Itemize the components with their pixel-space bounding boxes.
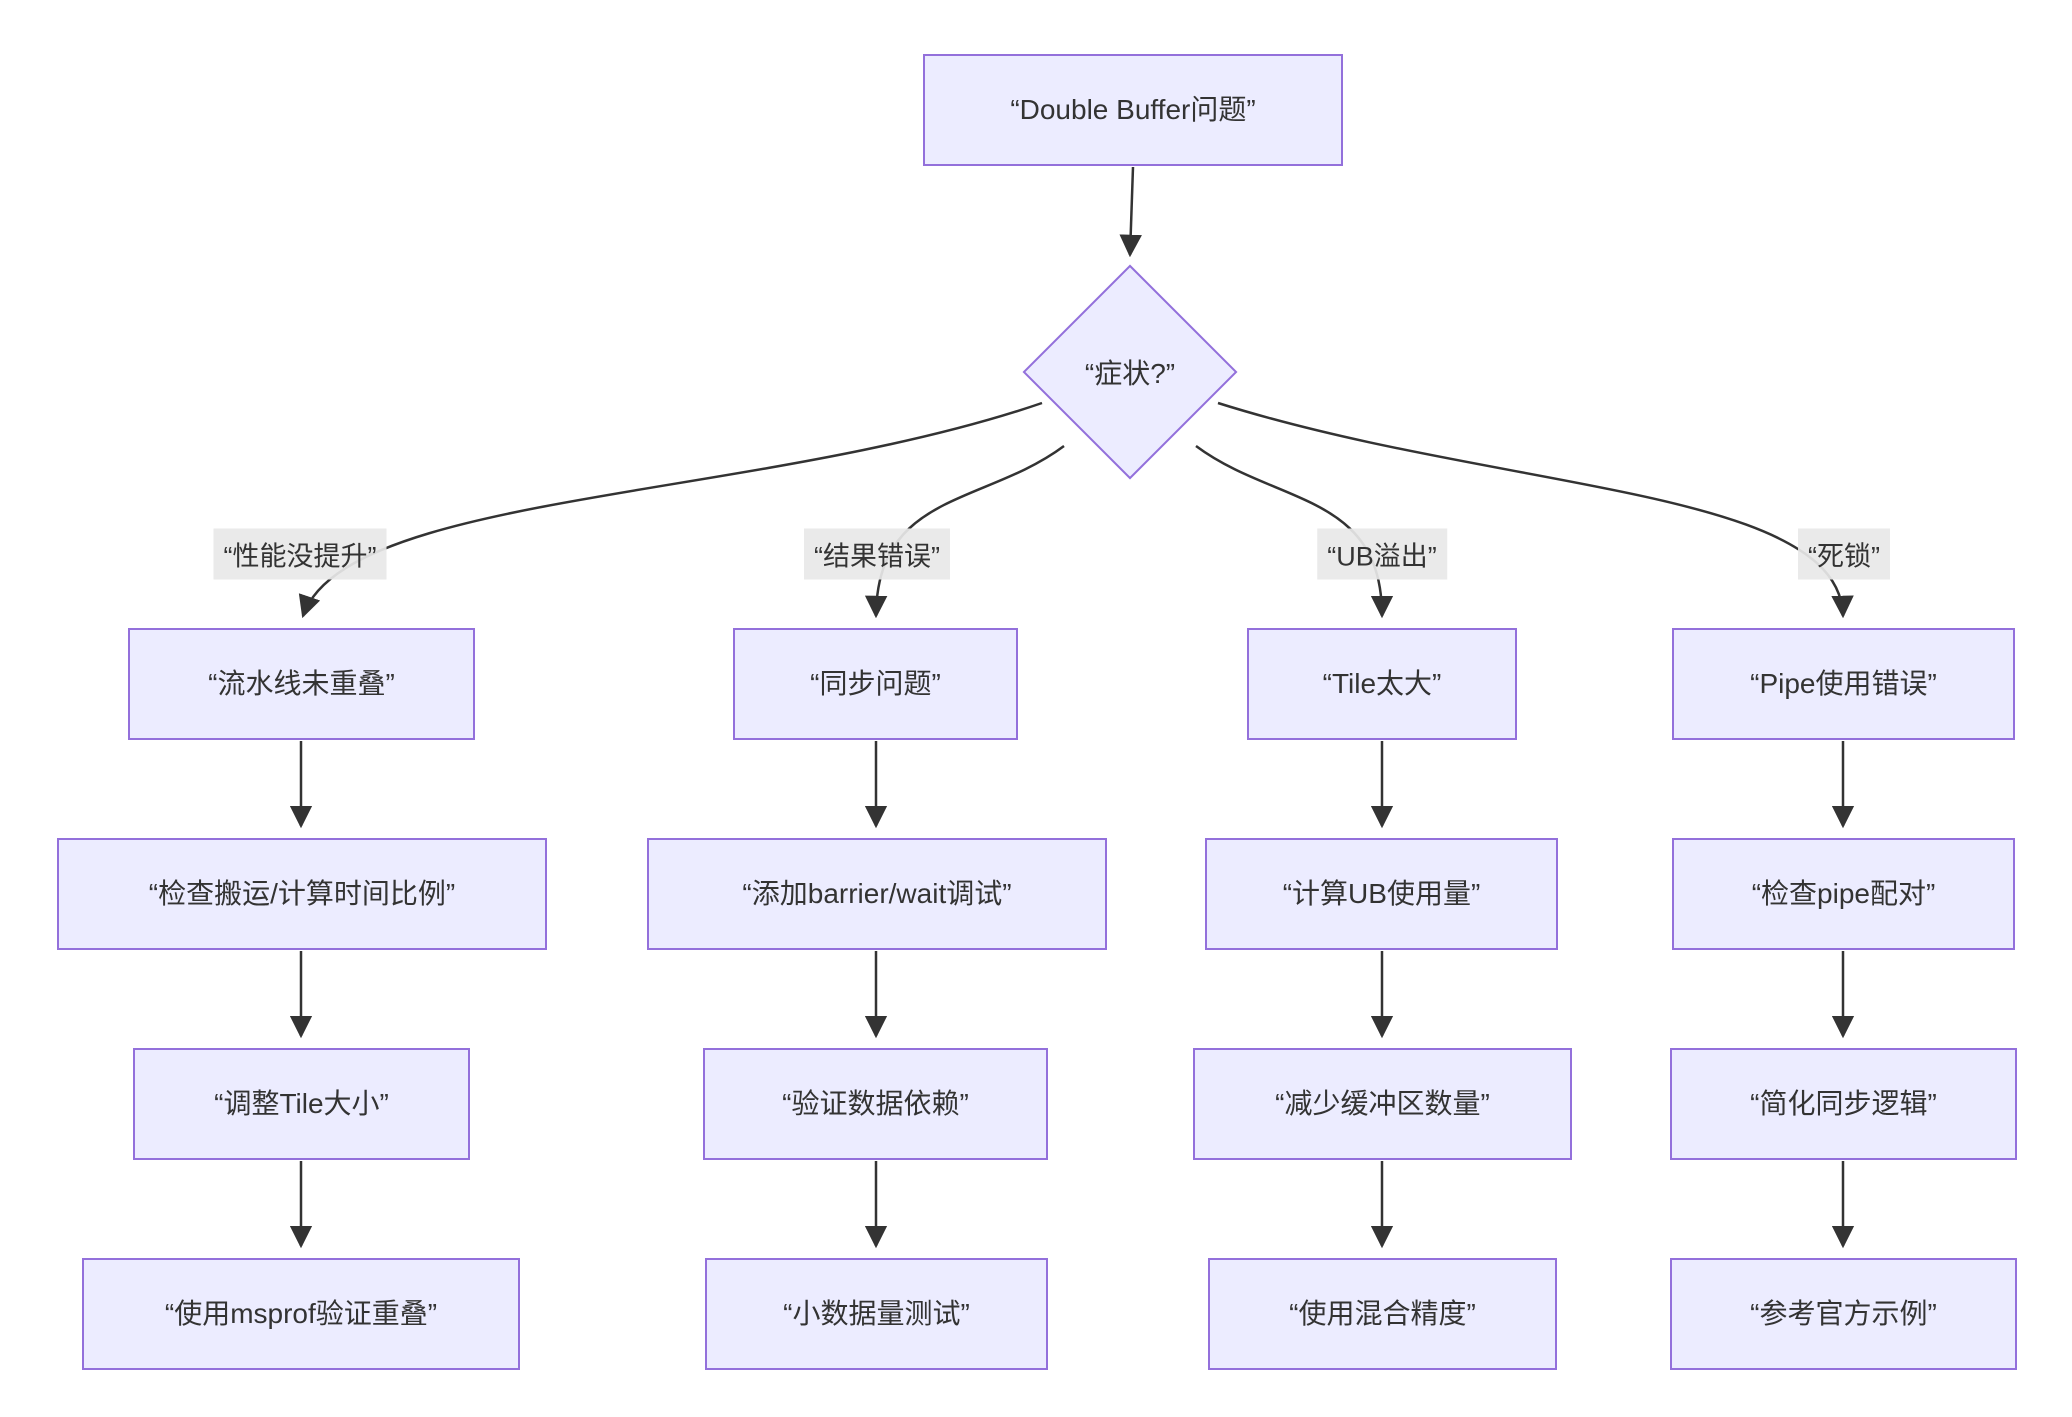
- edge-label-wrong-result: “结果错误”: [804, 528, 950, 580]
- edge-label-deadlock: “死锁”: [1798, 528, 1890, 580]
- flow-node-b3-s1: “Tile太大”: [1247, 628, 1517, 740]
- edge-label-ub-overflow: “UB溢出”: [1317, 528, 1447, 580]
- edge-decision-to-branch1: [298, 401, 1043, 619]
- flow-node-b2-s1: “同步问题”: [733, 628, 1018, 740]
- edge-decision-to-branch4: [1217, 401, 1854, 619]
- flow-node-b1-s4: “使用msprof验证重叠”: [82, 1258, 520, 1370]
- flow-node-b4-s3: “简化同步逻辑”: [1670, 1048, 2017, 1160]
- flow-node-b3-s2: “计算UB使用量”: [1205, 838, 1558, 950]
- flow-node-b3-s3: “减少缓冲区数量”: [1193, 1048, 1572, 1160]
- flow-node-b4-s1: “Pipe使用错误”: [1672, 628, 2015, 740]
- flow-node-b1-s3: “调整Tile大小”: [133, 1048, 470, 1160]
- flow-node-b4-s2: “检查pipe配对”: [1672, 838, 2015, 950]
- flow-node-decision-label: “症状?”: [1084, 358, 1176, 389]
- flow-node-b2-s4: “小数据量测试”: [705, 1258, 1048, 1370]
- edge-label-performance: “性能没提升”: [213, 528, 387, 580]
- flow-node-b2-s2: “添加barrier/wait调试”: [647, 838, 1107, 950]
- flow-node-b4-s4: “参考官方示例”: [1670, 1258, 2017, 1370]
- flow-node-b2-s3: “验证数据依赖”: [703, 1048, 1048, 1160]
- flow-node-root: “Double Buffer问题”: [923, 54, 1343, 166]
- flow-node-b3-s4: “使用混合精度”: [1208, 1258, 1557, 1370]
- edge-root-to-decision: [1119, 166, 1142, 258]
- flow-node-b1-s1: “流水线未重叠”: [128, 628, 475, 740]
- flow-node-b1-s2: “检查搬运/计算时间比例”: [57, 838, 547, 950]
